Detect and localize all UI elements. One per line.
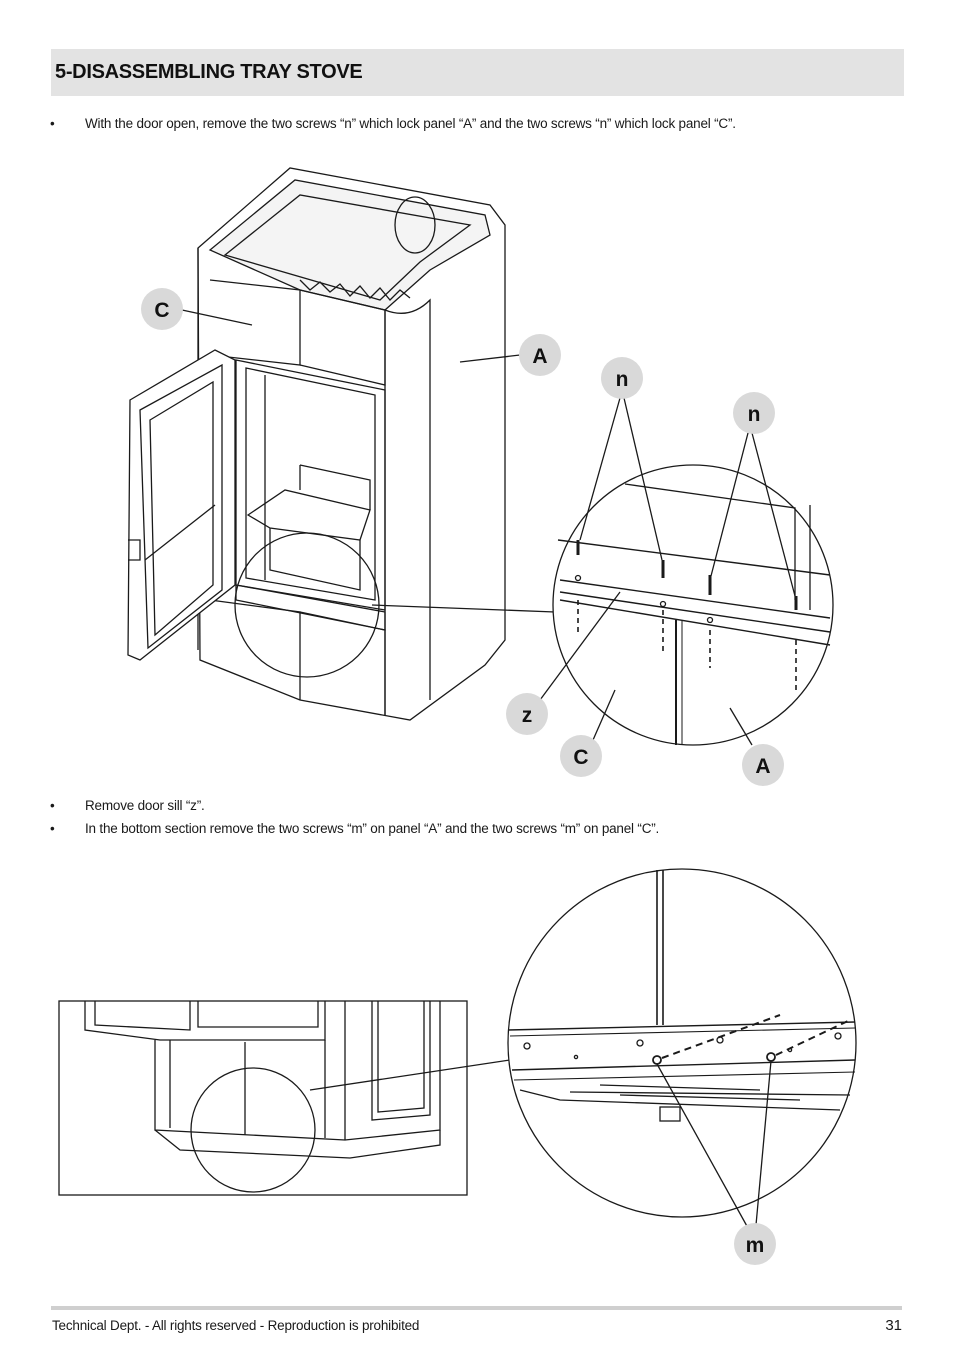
callout-text: A: [532, 345, 547, 368]
page-number: 31: [885, 1317, 902, 1334]
callout-n-right: n: [733, 392, 775, 434]
callout-c-detail: C: [560, 735, 602, 777]
section-title: 5-DISASSEMBLING TRAY STOVE: [55, 61, 363, 83]
callout-z: z: [506, 693, 548, 735]
callout-text: C: [154, 299, 169, 322]
section-header: 5-DISASSEMBLING TRAY STOVE: [51, 49, 904, 96]
instruction-text: In the bottom section remove the two scr…: [85, 821, 660, 836]
callout-a-main: A: [519, 334, 561, 376]
instruction-text: With the door open, remove the two screw…: [85, 116, 736, 131]
instruction-text: Remove door sill “z”.: [85, 798, 205, 813]
callout-text: z: [522, 704, 533, 727]
callout-c-main: C: [141, 288, 183, 330]
footer-copyright: Technical Dept. - All rights reserved - …: [52, 1318, 420, 1333]
callout-m: m: [734, 1223, 776, 1265]
bullet-glyph: •: [50, 821, 55, 836]
callout-text: C: [573, 746, 588, 769]
callout-text: A: [755, 755, 770, 778]
bullet-glyph: •: [50, 116, 55, 131]
callout-text: n: [616, 368, 629, 391]
callout-text: m: [746, 1234, 765, 1257]
callout-n-left: n: [601, 357, 643, 399]
bullet-glyph: •: [50, 798, 55, 813]
footer-divider: [51, 1306, 902, 1310]
callout-text: n: [748, 403, 761, 426]
callout-a-detail: A: [742, 744, 784, 786]
